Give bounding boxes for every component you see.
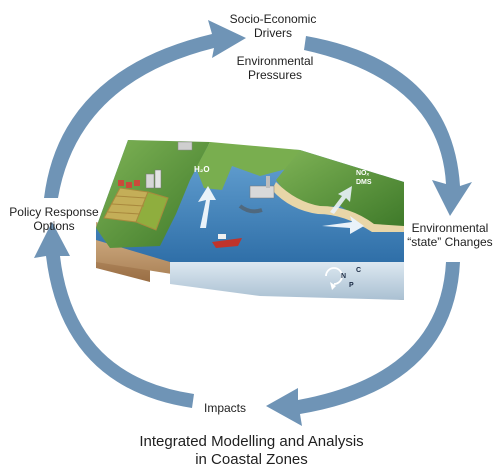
label-pressures-line2: Pressures (247, 68, 303, 82)
water-column (170, 260, 404, 300)
gas-label-dms: DMS (356, 179, 372, 186)
fields (103, 187, 169, 231)
top-land (196, 142, 300, 190)
label-policy-line2: Options (33, 219, 75, 233)
label-state-line1: Environmental (411, 221, 489, 235)
label-pressures-line1: Environmental (236, 54, 314, 68)
gas-label-co2: CO₂ (356, 161, 370, 168)
dam (177, 141, 193, 151)
nutrient-p: P (349, 282, 354, 289)
label-drivers-line2: Drivers (254, 26, 292, 40)
diagram-title-line2: in Coastal Zones (195, 451, 308, 468)
ship (212, 234, 242, 248)
arrow-policy-to-drivers (44, 20, 246, 198)
factory (238, 176, 275, 214)
nutrient-c: C (356, 267, 361, 274)
arrow-impacts-to-policy (34, 222, 194, 408)
label-state: Environmental “state” Changes (400, 221, 500, 249)
label-policy-line1: Policy Response (9, 205, 99, 219)
label-drivers-line1: Socio-Economic (229, 12, 317, 26)
right-beach (272, 182, 404, 232)
right-land (276, 150, 404, 226)
label-impacts-text: Impacts (203, 401, 246, 415)
label-pressures: Environmental Pressures (220, 54, 330, 82)
coastal-block: H₂O CO₂ NOₓ DMS N P C (96, 140, 404, 300)
diagram-title: Integrated Modelling and Analysis in Coa… (0, 433, 503, 469)
cycle-arrows (34, 20, 472, 426)
label-state-line2: “state” Changes (407, 235, 493, 249)
water-label: H₂O (194, 165, 210, 174)
arrow-state-to-impacts (266, 262, 460, 426)
gas-label-nox: NOₓ (356, 170, 370, 177)
label-policy: Policy Response Options (4, 205, 104, 233)
town (118, 169, 162, 189)
flow-arrows (198, 186, 364, 234)
label-impacts: Impacts (195, 401, 255, 415)
nutrient-n: N (341, 273, 346, 280)
arrow-pressures-to-state (304, 36, 472, 216)
label-drivers: Socio-Economic Drivers (218, 12, 328, 40)
diagram-title-line1: Integrated Modelling and Analysis (139, 433, 364, 450)
nutrient-cycle: N P C (325, 267, 361, 290)
